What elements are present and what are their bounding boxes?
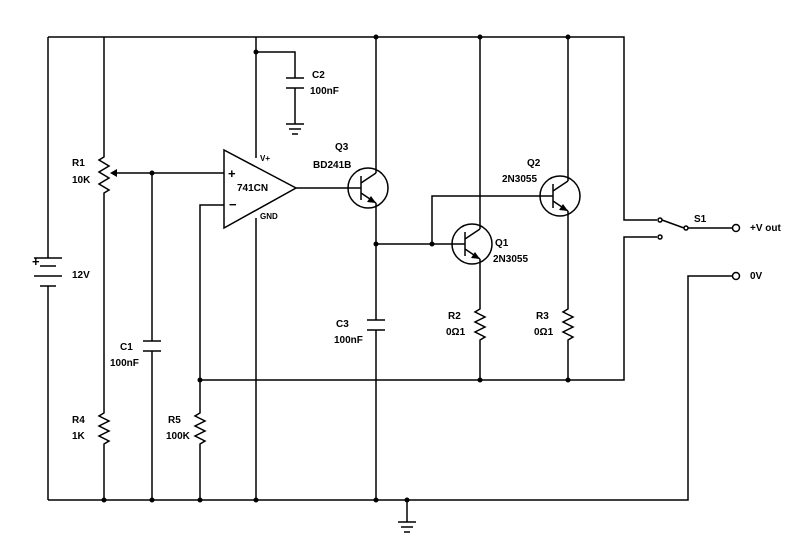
junctions bbox=[101, 34, 571, 503]
r1-wiper-arrow bbox=[110, 169, 117, 177]
battery-symbol: + 12V bbox=[32, 254, 90, 287]
s1-common bbox=[683, 225, 689, 231]
junction-dot bbox=[149, 497, 155, 503]
opamp-plus-input: + bbox=[228, 166, 236, 181]
wire-top-rail bbox=[48, 36, 657, 221]
q2-emitter-arrow bbox=[559, 204, 568, 211]
junction-dot bbox=[565, 34, 571, 40]
s1-contact-top bbox=[657, 217, 663, 223]
s1-contact-bottom bbox=[657, 234, 663, 240]
ground-symbol-main bbox=[398, 521, 416, 533]
c1-capacitor: C1 100nF bbox=[110, 340, 161, 369]
junction-dot bbox=[404, 497, 410, 503]
q2-collector-lead bbox=[552, 180, 569, 192]
q1-transistor: Q1 2N3055 bbox=[451, 223, 528, 265]
c3-capacitor: C3 100nF bbox=[334, 319, 385, 346]
battery-value: 12V bbox=[72, 270, 90, 281]
wire-sense-rail bbox=[200, 236, 657, 381]
battery-plus-sign: + bbox=[32, 254, 40, 269]
junction-dot bbox=[477, 34, 483, 40]
opamp-pin-gnd: GND bbox=[260, 212, 278, 221]
junction-dot bbox=[101, 497, 107, 503]
wire-bottom-rail bbox=[48, 275, 732, 501]
q1-collector-lead bbox=[464, 228, 481, 240]
r5-designator: R5 bbox=[168, 415, 181, 426]
r2-zigzag bbox=[473, 306, 487, 342]
q3-designator: Q3 bbox=[335, 142, 349, 153]
r4-resistor: R4 1K bbox=[72, 410, 111, 446]
s1-designator: S1 bbox=[694, 214, 707, 225]
q1-body bbox=[451, 223, 493, 265]
opamp-part: 741CN bbox=[237, 183, 268, 194]
vout-terminal[interactable] bbox=[731, 223, 741, 233]
wires bbox=[47, 36, 732, 522]
c1-value: 100nF bbox=[110, 358, 139, 369]
wire-feedback bbox=[199, 204, 224, 500]
q1-emitter-arrow bbox=[471, 252, 480, 259]
zero-volt-terminal[interactable] bbox=[731, 271, 741, 281]
q3-body bbox=[347, 167, 389, 209]
wire-q2-base bbox=[431, 195, 543, 244]
vout-label: +V out bbox=[750, 223, 782, 234]
q3-emitter-arrow bbox=[367, 196, 376, 203]
c3-value: 100nF bbox=[334, 335, 363, 346]
s1-lever[interactable] bbox=[661, 219, 685, 229]
q2-value: 2N3055 bbox=[502, 174, 537, 185]
zero-volt-label: 0V bbox=[750, 271, 763, 282]
q2-transistor: Q2 2N3055 bbox=[502, 158, 581, 217]
junction-dot bbox=[373, 241, 379, 247]
r1-designator: R1 bbox=[72, 158, 85, 169]
r2-designator: R2 bbox=[448, 311, 461, 322]
c2-capacitor: C2 100nF bbox=[286, 70, 339, 97]
r2-value: 0Ω1 bbox=[446, 327, 466, 338]
c2-designator: C2 bbox=[312, 70, 325, 81]
r5-value: 100K bbox=[166, 431, 191, 442]
r3-designator: R3 bbox=[536, 311, 549, 322]
r1-zigzag bbox=[97, 153, 111, 195]
junction-dot bbox=[253, 497, 259, 503]
junction-dot bbox=[197, 377, 203, 383]
opamp-741cn: + − 741CN V+ GND bbox=[223, 148, 298, 230]
junction-dot bbox=[253, 49, 259, 55]
output-terminals: +V out 0V bbox=[731, 223, 782, 282]
r1-value: 10K bbox=[72, 175, 91, 186]
q3-collector-lead bbox=[360, 172, 377, 184]
junction-dot bbox=[149, 170, 155, 176]
junction-dot bbox=[477, 377, 483, 383]
q1-designator: Q1 bbox=[495, 238, 509, 249]
r4-designator: R4 bbox=[72, 415, 85, 426]
q3-value: BD241B bbox=[313, 160, 351, 171]
s1-switch[interactable]: S1 bbox=[657, 214, 707, 240]
q3-transistor: Q3 BD241B bbox=[313, 142, 389, 209]
junction-dot bbox=[429, 241, 435, 247]
r2-resistor: R2 0Ω1 bbox=[446, 306, 487, 342]
r4-value: 1K bbox=[72, 431, 86, 442]
r1-potentiometer: R1 10K bbox=[72, 153, 117, 195]
c3-designator: C3 bbox=[336, 319, 349, 330]
opamp-pin-vplus: V+ bbox=[260, 154, 270, 163]
q2-designator: Q2 bbox=[527, 158, 541, 169]
junction-dot bbox=[565, 377, 571, 383]
q2-body bbox=[539, 175, 581, 217]
c1-designator: C1 bbox=[120, 342, 133, 353]
r3-value: 0Ω1 bbox=[534, 327, 554, 338]
wire-c2 bbox=[256, 51, 296, 124]
junction-dot bbox=[373, 497, 379, 503]
r5-zigzag bbox=[193, 410, 207, 446]
junction-dot bbox=[197, 497, 203, 503]
q1-value: 2N3055 bbox=[493, 254, 528, 265]
r3-resistor: R3 0Ω1 bbox=[534, 306, 575, 342]
r4-zigzag bbox=[97, 410, 111, 446]
ground-symbol-c2 bbox=[286, 123, 304, 135]
c2-value: 100nF bbox=[310, 86, 339, 97]
r5-resistor: R5 100K bbox=[166, 410, 207, 446]
opamp-minus-input: − bbox=[229, 197, 237, 212]
r3-zigzag bbox=[561, 306, 575, 342]
junction-dot bbox=[373, 34, 379, 40]
opamp-triangle bbox=[223, 148, 298, 230]
